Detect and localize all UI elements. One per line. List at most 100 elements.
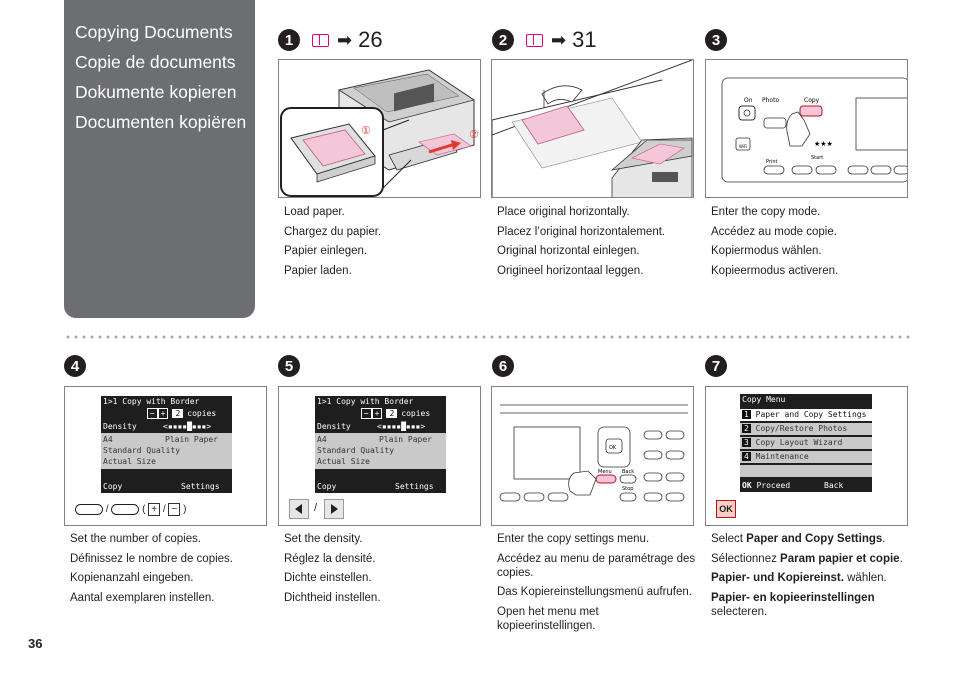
copy-menu-title: Copy Menu	[742, 395, 786, 404]
sidebar-title-fr: Copie de documents	[75, 52, 236, 72]
caption-de: Kopienanzahl eingeben.	[70, 572, 194, 584]
ok-button[interactable]: OK	[716, 500, 736, 518]
caption-nl: Papier- en kopieerinstellingen selectere…	[711, 591, 875, 618]
wifi-label: WiFi	[739, 144, 747, 149]
reference-page-number: 26	[358, 27, 383, 52]
step-2-header: 2 ➡ 31	[492, 26, 597, 54]
sidebar-title-en: Copying Documents	[75, 22, 233, 42]
caption-de: Papier- und Kopiereinst. wählen.	[711, 572, 887, 584]
lcd-header: 1>1 Copy with Border	[103, 397, 200, 406]
plus-key: +	[148, 503, 161, 517]
arrow-right-icon: ➡	[551, 29, 567, 50]
caption-de: Das Kopiereinstellungsmenü aufrufen.	[497, 586, 692, 598]
copies-value: 2	[172, 409, 184, 418]
caption-en: Set the number of copies.	[70, 533, 202, 545]
step-3-header: 3	[705, 26, 727, 54]
book-icon	[526, 33, 543, 47]
menu-item-3[interactable]: 3 Copy Layout Wizard	[740, 437, 872, 449]
ok-key-label: OK	[609, 445, 617, 451]
menu-label: Menu	[598, 469, 612, 475]
step4-keys: / ( + / − )	[75, 503, 186, 517]
left-arrow-button[interactable]	[289, 499, 309, 519]
figure-copy-settings-menu: OK Menu Back Stop	[491, 386, 694, 526]
left-arrow-icon	[295, 504, 302, 514]
step-1-header: 1 ➡ 26	[278, 26, 383, 54]
menu-item-4[interactable]: 4 Maintenance	[740, 451, 872, 463]
caption-en: Enter the copy mode.	[711, 206, 821, 218]
caption-fr: Accédez au menu de paramétrage des copie…	[497, 552, 696, 579]
caption-de: Original horizontal einlegen.	[497, 245, 640, 257]
section-sidebar: Copying Documents Copie de documents Dok…	[64, 0, 255, 318]
scanner-glass-illustration	[492, 60, 693, 197]
menu-item-1[interactable]: 1 Paper and Copy Settings	[740, 409, 872, 421]
copies-label: copies	[187, 409, 217, 418]
step-4-header: 4	[64, 352, 86, 380]
step-number-5: 5	[278, 355, 300, 377]
up-key	[75, 504, 103, 515]
figure-place-original	[491, 59, 694, 198]
page-reference: ➡ 26	[312, 27, 383, 53]
step-number-4: 4	[64, 355, 86, 377]
reference-page-number: 31	[572, 27, 597, 52]
key-separator: /	[314, 502, 318, 514]
step-5-header: 5	[278, 352, 300, 380]
caption-step-6: Enter the copy settings menu. Accédez au…	[497, 532, 697, 638]
caption-en: Enter the copy settings menu.	[497, 533, 650, 545]
caption-en: Select Paper and Copy Settings.	[711, 533, 886, 545]
copy-label: Copy	[804, 97, 820, 104]
callout-2: ②	[469, 128, 479, 141]
sidebar-title-de: Dokumente kopieren	[75, 82, 237, 102]
caption-en: Load paper.	[284, 206, 345, 218]
lcd-header: 1>1 Copy with Border	[317, 397, 414, 406]
start-label: Start	[811, 155, 823, 161]
figure-copy-menu: Copy Menu 1 Paper and Copy Settings 2 Co…	[705, 386, 908, 526]
print-label: Print	[766, 159, 778, 165]
caption-fr: Accédez au mode copie.	[711, 225, 837, 238]
stop-label: Stop	[622, 486, 633, 492]
caption-step-4: Set the number of copies. Définissez le …	[70, 532, 270, 610]
on-label: On	[744, 97, 753, 104]
caption-nl: Kopieermodus activeren.	[711, 264, 839, 277]
menu-item-2[interactable]: 2 Copy/Restore Photos	[740, 423, 872, 435]
caption-de: Kopiermodus wählen.	[711, 245, 822, 257]
book-icon	[312, 33, 329, 47]
caption-fr: Chargez du papier.	[284, 225, 382, 238]
down-key	[111, 504, 140, 515]
control-panel-illustration: On Photo Copy WiFi Print Start ★★★	[721, 77, 907, 183]
page-reference: ➡ 31	[526, 27, 597, 53]
caption-fr: Réglez la densité.	[284, 552, 376, 565]
caption-de: Papier einlegen.	[284, 245, 368, 257]
caption-en: Set the density.	[284, 533, 363, 545]
step-number-7: 7	[705, 355, 727, 377]
caption-step-7: Select Paper and Copy Settings. Sélectio…	[711, 532, 911, 624]
figure-copy-mode: On Photo Copy WiFi Print Start ★★★	[705, 59, 908, 198]
caption-step-3: Enter the copy mode. Accédez au mode cop…	[711, 205, 911, 283]
photo-label: Photo	[762, 97, 779, 104]
caption-step-5: Set the density. Réglez la densité. Dich…	[284, 532, 484, 610]
right-arrow-button[interactable]	[324, 499, 344, 519]
caption-nl: Open het menu met kopieerinstellingen.	[497, 605, 599, 632]
caption-fr: Définissez le nombre de copies.	[70, 552, 233, 565]
arrow-right-icon: ➡	[337, 29, 353, 50]
callout-1: ①	[361, 124, 371, 137]
page-number: 36	[28, 636, 43, 651]
caption-nl: Origineel horizontaal leggen.	[497, 264, 644, 277]
step-number-6: 6	[492, 355, 514, 377]
caption-nl: Dichtheid instellen.	[284, 591, 381, 604]
svg-text:★★★: ★★★	[814, 140, 833, 148]
caption-fr: Placez l’original horizontalement.	[497, 225, 666, 238]
back-label: Back	[622, 469, 634, 475]
minus-key: −	[168, 503, 181, 517]
caption-en: Place original horizontally.	[497, 206, 630, 218]
step-number-3: 3	[705, 29, 727, 51]
dotted-divider	[64, 335, 910, 339]
